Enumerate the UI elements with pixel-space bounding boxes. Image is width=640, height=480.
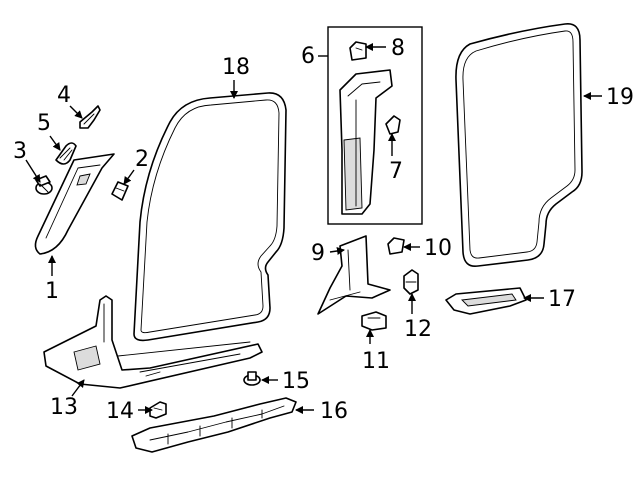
part-1-a-pillar-trim [34, 153, 115, 255]
part-6-b-pillar-trim [339, 69, 393, 215]
part-10-clip [387, 237, 405, 255]
callout-12: 12 [404, 317, 432, 342]
callout-14: 14 [106, 399, 134, 424]
callout-labels: 1 2 3 4 5 6 7 8 9 10 11 12 13 14 15 16 1… [13, 36, 634, 424]
callout-13: 13 [50, 395, 78, 420]
callout-5: 5 [37, 111, 51, 136]
leader-9 [329, 247, 345, 255]
callout-1: 1 [45, 279, 59, 304]
part-3-screw [35, 175, 53, 195]
part-8-clip [349, 41, 367, 61]
part-9-lower-pillar-trim [317, 235, 391, 315]
callout-17: 17 [548, 287, 576, 312]
callout-11: 11 [362, 349, 390, 374]
part-19-rear-door-weatherstrip [455, 23, 583, 268]
part-15-push-pin [243, 371, 261, 386]
callout-16: 16 [320, 399, 348, 424]
part-7-clip [385, 115, 401, 135]
part-5-cover [55, 142, 77, 165]
leader-3 [25, 159, 41, 183]
callout-7: 7 [389, 159, 403, 184]
part-18-door-weatherstrip [133, 92, 287, 342]
callout-9: 9 [311, 241, 325, 266]
part-2-clip [111, 181, 129, 201]
callout-10: 10 [424, 236, 452, 261]
callout-2: 2 [135, 147, 149, 172]
leader-4 [69, 105, 83, 119]
leader-5 [49, 135, 61, 151]
callout-6: 6 [301, 44, 315, 69]
part-14-bracket [149, 401, 167, 419]
callout-18: 18 [222, 55, 250, 80]
part-16-sill-reinforcement [131, 397, 297, 453]
part-6-group-box [327, 26, 423, 225]
leader-13 [71, 379, 85, 397]
callout-3: 3 [13, 139, 27, 164]
part-13-scuff-panel [43, 295, 263, 389]
part-17-rear-sill-plate [445, 287, 527, 315]
part-11-clip [361, 311, 387, 331]
leader-lines [25, 43, 602, 414]
callout-8: 8 [391, 36, 405, 61]
callout-4: 4 [57, 83, 71, 108]
part-12-clip [403, 269, 419, 295]
part-4-bracket [79, 105, 101, 129]
callout-15: 15 [282, 369, 310, 394]
callout-19: 19 [606, 85, 634, 110]
leader-2 [123, 169, 135, 185]
